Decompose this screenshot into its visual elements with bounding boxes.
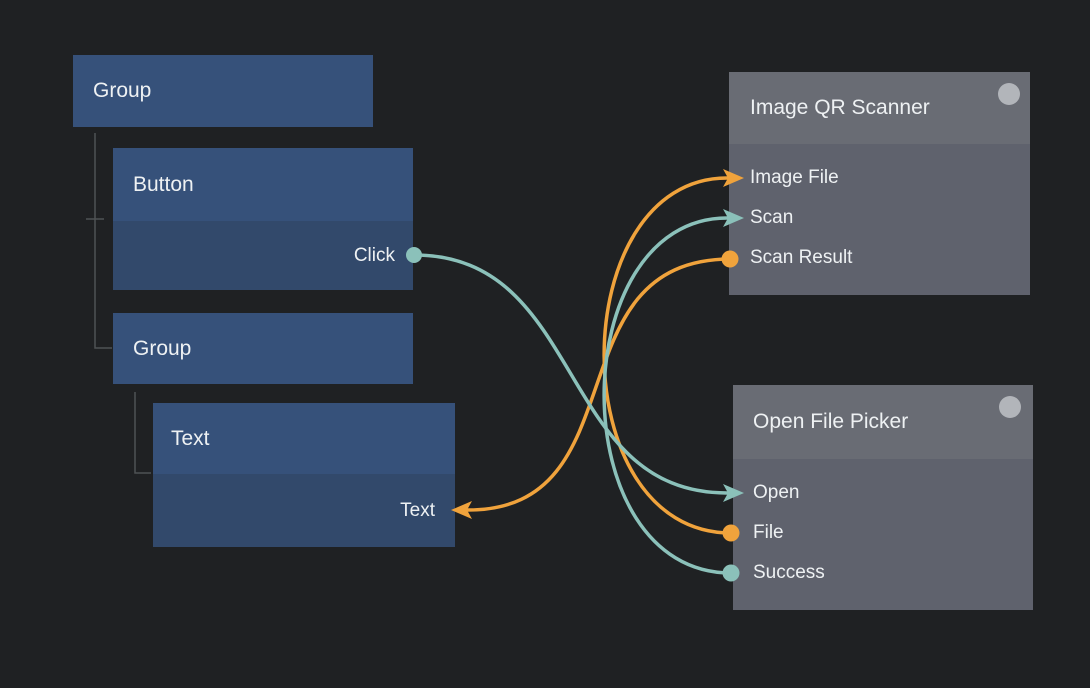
tree-box-text[interactable]: Text Text: [153, 403, 455, 547]
node-status-dot: [998, 83, 1020, 105]
wire-click-to-open[interactable]: [412, 253, 729, 495]
node-open-file-picker-title: Open File Picker: [753, 410, 909, 433]
click-output-port-row[interactable]: Click: [113, 221, 413, 290]
tree-box-button-label: Button: [133, 172, 194, 196]
port-file[interactable]: File: [733, 513, 1033, 553]
node-open-file-picker-header[interactable]: Open File Picker: [733, 385, 1033, 459]
tree-box-group[interactable]: Group: [73, 55, 373, 127]
tree-box-text-header: Text: [153, 403, 455, 474]
node-status-dot: [999, 396, 1021, 418]
wire-file-to-image-file[interactable]: [602, 176, 733, 535]
port-open-label: Open: [753, 482, 800, 503]
text-input-port-row[interactable]: Text: [153, 474, 455, 547]
tree-box-button-header: Button: [113, 148, 413, 221]
tree-connector-line: [134, 392, 151, 474]
click-output-port-label: Click: [353, 244, 395, 266]
node-image-qr-scanner-header[interactable]: Image QR Scanner: [729, 72, 1030, 144]
node-image-qr-scanner[interactable]: Image QR Scanner Image File Scan Scan Re…: [729, 72, 1030, 295]
tree-box-text-label: Text: [171, 426, 210, 450]
tree-connector-line: [94, 133, 112, 349]
tree-box-group-label: Group: [93, 79, 152, 102]
node-open-file-picker[interactable]: Open File Picker Open File Success: [733, 385, 1033, 610]
node-image-qr-scanner-title: Image QR Scanner: [750, 96, 930, 119]
port-open[interactable]: Open: [733, 473, 1033, 513]
node-open-file-picker-body: Open File Success: [733, 459, 1033, 610]
tree-box-inner-group-label: Group: [133, 336, 192, 360]
port-image-file-label: Image File: [750, 167, 839, 188]
port-success-label: Success: [753, 562, 825, 583]
port-scan-result-label: Scan Result: [750, 247, 853, 268]
wire-scan-result-to-text[interactable]: [466, 257, 733, 512]
port-scan[interactable]: Scan: [729, 198, 1030, 238]
port-scan-result[interactable]: Scan Result: [729, 238, 1030, 278]
port-image-file[interactable]: Image File: [729, 158, 1030, 198]
port-file-label: File: [753, 522, 784, 543]
port-scan-label: Scan: [750, 207, 794, 228]
node-image-qr-scanner-body: Image File Scan Scan Result: [729, 144, 1030, 295]
port-success[interactable]: Success: [733, 553, 1033, 593]
tree-box-inner-group[interactable]: Group: [113, 313, 413, 384]
wire-success-to-scan[interactable]: [602, 216, 733, 575]
text-input-port-label: Text: [400, 499, 435, 521]
tree-box-button[interactable]: Button Click: [113, 148, 413, 290]
